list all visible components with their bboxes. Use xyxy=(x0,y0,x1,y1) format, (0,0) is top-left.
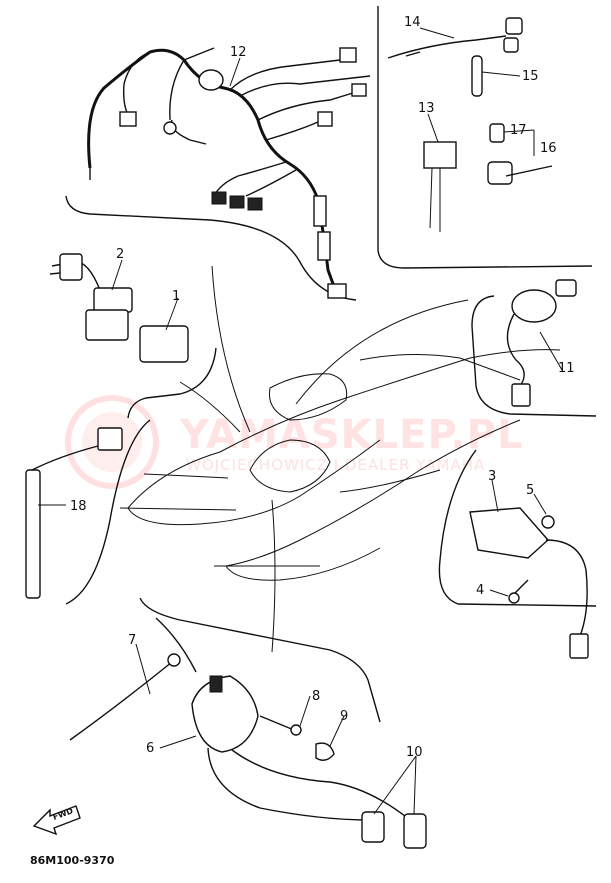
fwd-arrow-icon: FWD xyxy=(32,805,81,836)
watermark-sub-text: WOJCIECHOWICZ I DEALER YAMAHA xyxy=(186,456,485,474)
part-16-17 xyxy=(487,123,553,185)
callout-6: 6 xyxy=(146,741,154,756)
part-13 xyxy=(423,141,457,232)
part-1-2 xyxy=(49,253,189,363)
leader-lines xyxy=(143,265,469,653)
callout-15: 15 xyxy=(522,69,539,84)
part-14-15 xyxy=(387,17,523,97)
callout-16: 16 xyxy=(540,141,557,156)
watermark-main-text: YAMASKLEP.PL xyxy=(179,412,523,458)
callout-12: 12 xyxy=(230,45,247,60)
callout-9: 9 xyxy=(340,709,348,724)
part-3-4-5 xyxy=(469,507,589,659)
callout-10: 10 xyxy=(406,745,423,760)
callout-8: 8 xyxy=(312,689,320,704)
part-6-10 xyxy=(69,617,427,849)
part-11 xyxy=(506,279,577,407)
callout-11: 11 xyxy=(558,361,575,376)
callout-3: 3 xyxy=(488,469,496,484)
callout-4: 4 xyxy=(476,583,484,598)
part-18 xyxy=(25,427,123,599)
callout-17: 17 xyxy=(510,123,527,138)
group-frames xyxy=(65,6,597,723)
callout-7: 7 xyxy=(128,633,136,648)
snowmobile-outline xyxy=(119,349,561,581)
diagram-code: 86M100-9370 xyxy=(30,854,115,867)
callout-13: 13 xyxy=(418,101,435,116)
wire-harness-12 xyxy=(87,47,371,299)
callout-2: 2 xyxy=(116,247,124,262)
watermark: YAMASKLEP.PL WOJCIECHOWICZ I DEALER YAMA… xyxy=(65,395,523,489)
callout-labels: 1 2 3 4 5 6 7 8 9 10 11 12 13 14 15 16 1… xyxy=(70,15,575,760)
callout-14: 14 xyxy=(404,15,421,30)
callout-18: 18 xyxy=(70,499,87,514)
callout-1: 1 xyxy=(172,289,180,304)
callout-leaders xyxy=(38,27,563,815)
callout-5: 5 xyxy=(526,483,534,498)
